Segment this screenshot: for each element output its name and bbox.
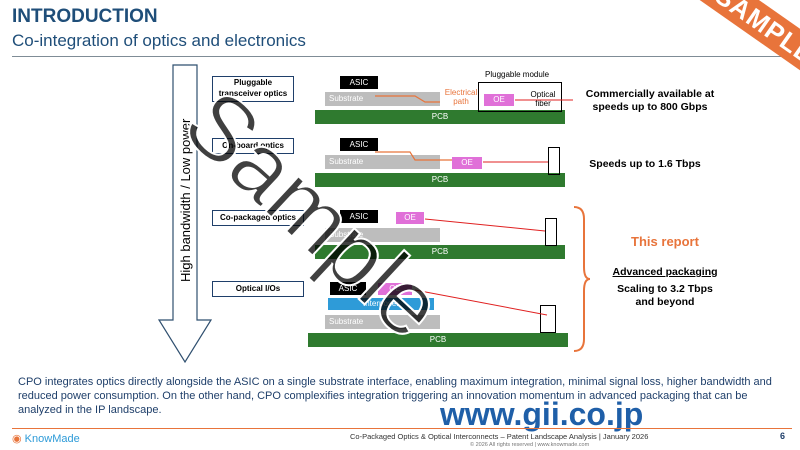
footer-text: Co-Packaged Optics & Optical Interconnec… — [350, 432, 649, 441]
row1-paths — [375, 95, 573, 103]
logo-icon: ◉ — [12, 433, 22, 445]
row2-paths — [375, 151, 548, 163]
connector-block — [540, 305, 556, 333]
row4-paths — [414, 289, 548, 316]
connector-block — [548, 147, 560, 175]
page-title: INTRODUCTION — [12, 6, 158, 27]
logo-text: KnowMade — [24, 433, 80, 445]
row3-paths — [424, 218, 546, 232]
asic-block: ASIC — [340, 138, 378, 151]
asic-block: ASIC — [340, 210, 378, 223]
gii-watermark: www.gii.co.jp — [440, 396, 644, 432]
substrate-block: Substrate — [325, 155, 440, 169]
row-label-onboard: On-board optics — [212, 138, 294, 154]
oe-block: OE — [484, 94, 514, 106]
pcb-block: PCB — [308, 333, 568, 347]
page-subtitle: Co-integration of optics and electronics — [12, 31, 306, 50]
row-label-optical-io: Optical I/Os — [212, 281, 304, 297]
this-report-label: This report — [631, 234, 699, 249]
electrical-path-label: Electrical path — [444, 88, 478, 106]
footer-logo: ◉ KnowMade — [12, 432, 80, 445]
sample-stamp: SAMPLE — [693, 0, 800, 82]
row-label-pluggable: Pluggable transceiver optics — [212, 76, 294, 102]
module-label: Pluggable module — [485, 70, 550, 79]
row1-description: Commercially available at speeds up to 8… — [585, 88, 715, 113]
row2-description: Speeds up to 1.6 Tbps — [589, 158, 701, 170]
header-divider — [12, 56, 792, 57]
body-paragraph: CPO integrates optics directly alongside… — [18, 376, 772, 416]
connector-block — [545, 218, 557, 246]
oe-block: OE — [452, 157, 482, 169]
bandwidth-arrow — [157, 64, 213, 364]
pcb-block: PCB — [315, 173, 565, 187]
scaling-label: Scaling to 3.2 Tbps and beyond — [617, 283, 713, 308]
pluggable-module-frame — [478, 82, 562, 112]
asic-block: ASIC — [330, 282, 366, 295]
optical-fiber-label: Optical fiber — [530, 90, 556, 108]
oe-block: OE — [378, 283, 412, 295]
asic-block: ASIC — [340, 76, 378, 89]
pcb-block: PCB — [315, 245, 565, 259]
row-label-cpo: Co-packaged optics — [212, 210, 304, 226]
interposer-block: Interposer — [328, 298, 434, 310]
oe-block: OE — [396, 212, 424, 224]
footer-divider — [12, 428, 792, 429]
report-brace — [573, 206, 591, 352]
substrate-block: Substrate — [325, 228, 440, 242]
footer-copyright: © 2026 All rights reserved | www.knowmad… — [470, 442, 590, 448]
pcb-block: PCB — [315, 110, 565, 124]
page-number: 6 — [780, 431, 786, 441]
advanced-packaging-label: Advanced packaging — [612, 266, 718, 278]
substrate-block: Substrate — [325, 315, 440, 329]
